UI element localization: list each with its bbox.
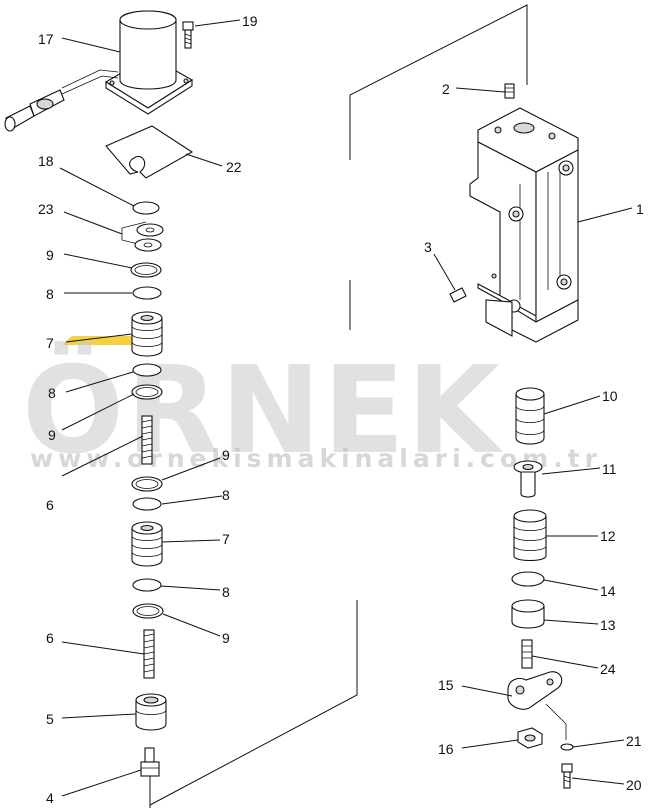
spool-7b [131,521,163,567]
label-7b: 7 [222,531,230,547]
o-ring-18 [132,201,160,215]
plug-4 [140,747,160,777]
valve-body-1 [469,107,579,343]
label-20: 20 [626,777,642,793]
o-ring-8c [132,497,162,511]
watermark-brand: ÖRNEK [22,341,504,481]
gasket-22 [105,125,194,179]
bolt-20 [561,763,573,789]
label-23: 23 [38,201,54,217]
label-22: 22 [226,159,242,175]
seat-9c [131,476,163,492]
label-6a: 6 [46,497,54,513]
o-ring-8b [132,363,162,377]
retainer-11 [513,460,543,498]
label-4: 4 [46,790,54,806]
label-24: 24 [600,661,616,677]
spring-6a [141,415,153,465]
screw-3 [449,287,467,303]
label-8c: 8 [222,487,230,503]
plug-13 [511,599,545,629]
plate-15 [507,671,567,740]
seat-9b [131,384,163,400]
watermark-accent-mark [62,336,150,345]
watermark-url: www.ornekismakinalari.com.tr [30,444,602,473]
watermark: ÖRNEK www.ornekismakinalari.com.tr [22,336,602,481]
bolt-19 [182,21,194,49]
callout-labels: 17 19 22 18 23 9 8 7 8 9 6 9 8 7 8 9 6 5… [38,13,644,806]
label-10: 10 [602,388,618,404]
label-9b: 9 [48,427,56,443]
label-11: 11 [602,461,617,477]
label-14: 14 [600,583,616,599]
label-13: 13 [600,617,616,633]
label-19: 19 [242,13,258,29]
washers-23 [121,221,164,252]
label-3: 3 [424,239,432,255]
spool-7a [131,311,163,357]
label-7a: 7 [46,335,54,351]
label-9c: 9 [222,447,230,463]
o-ring-8a [132,286,162,300]
label-9a: 9 [46,247,54,263]
label-9d: 9 [222,630,230,646]
o-ring-14 [511,571,545,587]
pin-24 [521,639,533,669]
label-1: 1 [636,201,644,217]
label-21: 21 [626,733,642,749]
nut-16 [517,727,543,749]
label-18: 18 [38,153,54,169]
label-5: 5 [46,711,54,727]
spring-6b [143,629,155,679]
spring-12 [513,509,547,562]
label-12: 12 [600,528,616,544]
assembly-outline [149,4,528,808]
washer-21 [560,743,574,751]
label-8a: 8 [46,286,54,302]
seat-9d [132,603,164,619]
leader-lines [59,19,633,797]
label-8b: 8 [48,385,56,401]
piston-5 [135,693,167,731]
spool-10 [515,387,545,445]
label-6b: 6 [46,630,54,646]
seat-9a [130,262,162,278]
label-17: 17 [38,31,54,47]
label-15: 15 [438,677,454,693]
label-16: 16 [438,741,454,757]
screw-2 [504,83,515,99]
label-2: 2 [442,81,450,97]
solenoid-assembly [4,10,194,132]
o-ring-8d [132,578,162,592]
label-8d: 8 [222,584,230,600]
